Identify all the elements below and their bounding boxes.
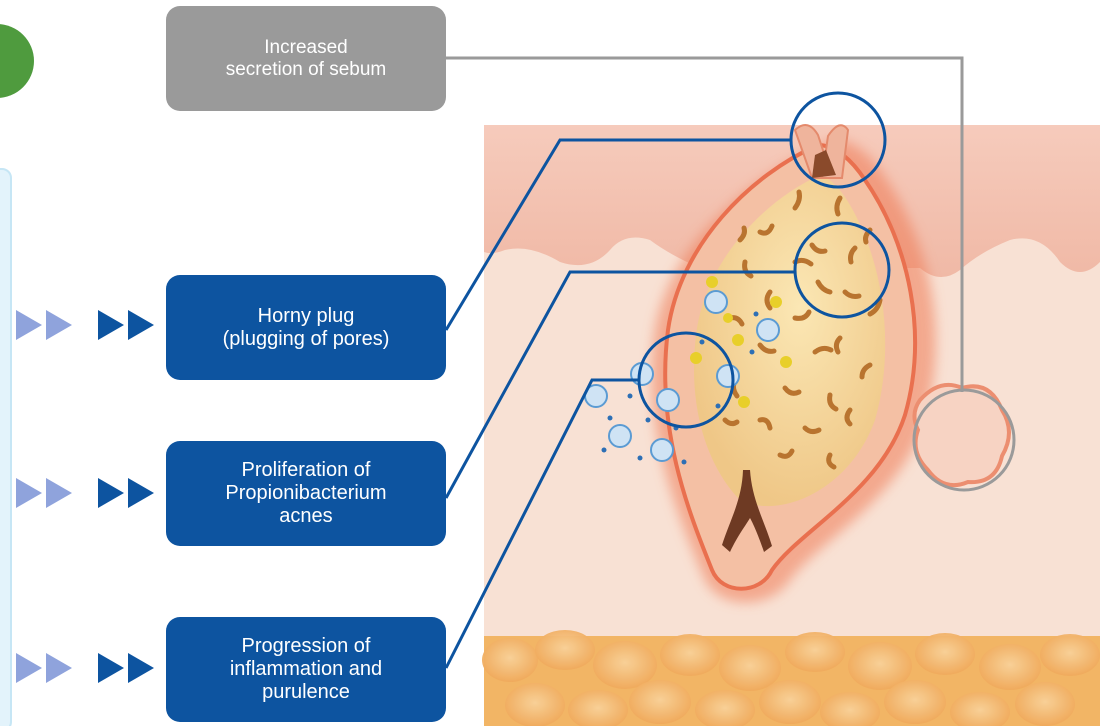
arrow-dark-1 [98,478,124,508]
arrow-light-1 [16,653,42,683]
arrow-dark-1 [98,653,124,683]
label-proliferation-text: Proliferation of Propionibacterium acnes [225,459,386,528]
arrow-dark-2 [128,478,154,508]
arrows-inflammation [14,651,164,685]
arrow-light-2 [46,653,72,683]
label-inflammation-text: Progression of inflammation and purulenc… [230,635,382,704]
arrow-light-1 [16,310,42,340]
arrow-dark-1 [98,310,124,340]
label-inflammation: Progression of inflammation and purulenc… [166,617,446,722]
label-proliferation: Proliferation of Propionibacterium acnes [166,441,446,546]
arrow-light-2 [46,310,72,340]
arrow-light-1 [16,478,42,508]
arrow-dark-2 [128,310,154,340]
arrows-proliferation [14,476,164,510]
label-horny-plug: Horny plug (plugging of pores) [166,275,446,380]
label-sebum-text: Increased secretion of sebum [226,37,387,81]
label-horny-plug-text: Horny plug (plugging of pores) [223,305,390,351]
arrow-light-2 [46,478,72,508]
label-sebum-secretion: Increased secretion of sebum [166,6,446,111]
arrow-dark-2 [128,653,154,683]
arrows-horny-plug [14,308,164,342]
